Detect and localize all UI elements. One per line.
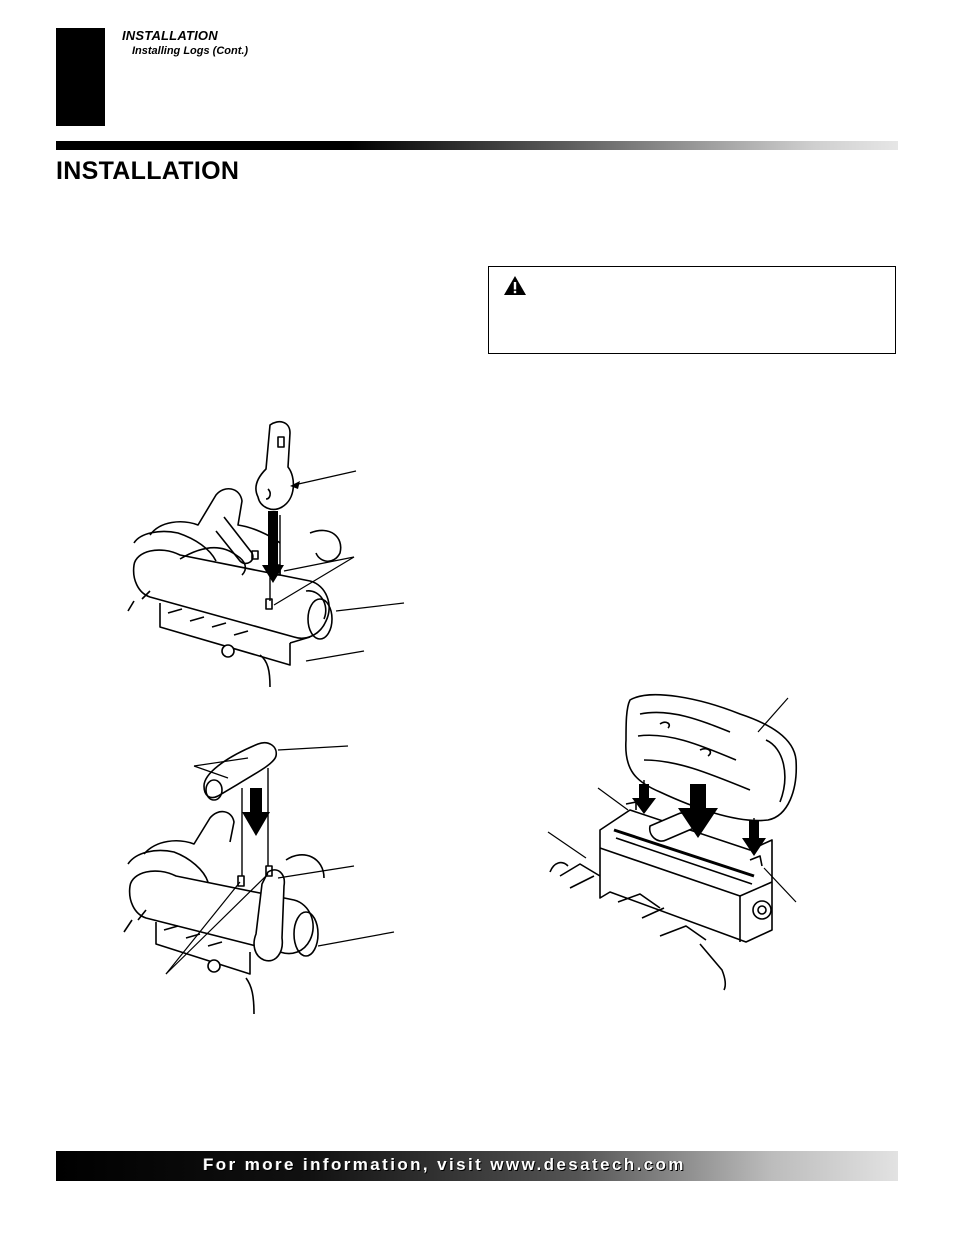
footer-bar: For more information, visit www.desatech…	[56, 1151, 898, 1181]
figure-log-placement-1	[127, 420, 405, 688]
footer-website-link[interactable]: For more information, visit www.desatech…	[203, 1155, 686, 1174]
figure-log-placement-2	[123, 741, 395, 1015]
figure-grate-log-assembly	[547, 693, 798, 991]
page-tab-marker	[56, 28, 105, 126]
warning-triangle-icon	[504, 276, 526, 295]
header-rule	[56, 141, 898, 150]
header-subsection-label: Installing Logs (Cont.)	[132, 45, 249, 57]
page-title: INSTALLATION	[56, 157, 240, 185]
header-section-label: INSTALLATION	[122, 28, 218, 43]
warning-box	[488, 266, 896, 354]
